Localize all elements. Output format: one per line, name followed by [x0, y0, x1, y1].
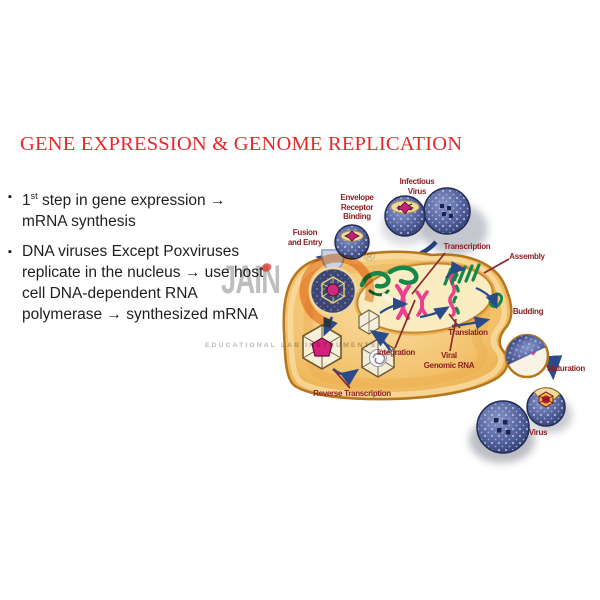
capsid-uncoating: [361, 338, 395, 378]
virus-infectious-whole: [423, 187, 471, 235]
label-translation: Translation: [448, 328, 488, 337]
slide-title: GENE EXPRESSION & GENOME REPLICATION: [20, 133, 463, 155]
label-budding: Budding: [512, 307, 544, 316]
label-viral-genomic-rna: Viral Genomic RNA: [423, 351, 475, 370]
bullet-marker: ▪: [8, 191, 12, 203]
bullet-2-line-1: DNA viruses Except Poxviruses: [22, 243, 240, 261]
bullet-list: ▪ 1st step in gene expression → mRNA syn…: [8, 186, 298, 334]
label-transcription: Transcription: [443, 242, 491, 251]
bullet-marker: ▪: [8, 246, 12, 259]
capsid-at-nucleus: [358, 309, 380, 335]
bullet-1-line-2: mRNA synthesis: [22, 213, 136, 231]
label-infectious-virus: Infectious Virus: [399, 177, 435, 196]
ordinal-superscript: st: [30, 191, 38, 201]
label-envelope-receptor-binding: Envelope Receptor Binding: [340, 193, 374, 221]
label-integration: Integration: [376, 348, 416, 357]
bullet-1-line-1: 1st step in gene expression →: [22, 191, 226, 210]
virus-released-whole: [476, 400, 530, 454]
bullet-2-line-2: replicate in the nucleus → use host: [22, 264, 264, 282]
bullet-2-line-3: cell DNA-dependent RNA: [22, 285, 198, 303]
label-reverse-transcription: Reverse Transcription: [313, 389, 391, 398]
bullet-item-2: ▪ DNA viruses Except Poxviruses replicat…: [8, 241, 298, 325]
label-assembly: Assembly: [509, 252, 545, 261]
virus-budding: [504, 333, 550, 379]
label-virus: Virus: [528, 428, 548, 437]
virus-mature-cutaway: [526, 387, 566, 427]
bullet-item-1: ▪ 1st step in gene expression → mRNA syn…: [8, 186, 298, 232]
bullet-2-line-4: polymerase → synthesized mRNA: [22, 306, 259, 324]
label-fusion-and-entry: Fusion and Entry: [287, 228, 323, 247]
process-arrows: [323, 261, 563, 386]
virus-infectious-cutaway: [384, 195, 426, 237]
virus-membrane-bound: [334, 224, 370, 260]
label-pointer-lines: [333, 252, 510, 389]
label-maturation: Maturation: [547, 364, 585, 373]
viral-mrna-strand: [448, 271, 460, 318]
